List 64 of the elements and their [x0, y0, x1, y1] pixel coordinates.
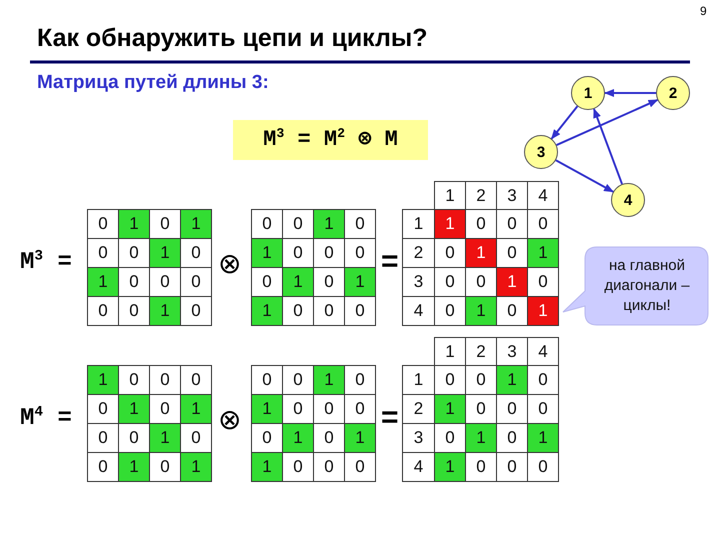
matrix-cell: 1	[180, 209, 212, 239]
matrix-cell: 1	[527, 296, 559, 326]
matrix-cell: 0	[344, 365, 376, 395]
matrix-cell: 1	[434, 394, 466, 424]
arrow	[604, 89, 656, 97]
matrix-cell: 1	[465, 238, 497, 268]
matrix-cell: 1	[313, 365, 345, 395]
matrix-cell: 1	[118, 209, 150, 239]
matrix-cell: 1	[180, 394, 212, 424]
matrix-cell: 0	[87, 452, 119, 482]
operator-symbol: ⊗	[218, 247, 241, 280]
matrix-cell: 1	[149, 296, 181, 326]
matrix-cell: 1	[251, 394, 283, 424]
matrix-cell: 1	[496, 267, 528, 297]
matrix-cell: 1	[527, 238, 559, 268]
arrow	[556, 99, 658, 146]
operator-symbol: ⊗	[218, 403, 241, 436]
matrix-name: M$^{3}$ =	[20, 249, 72, 276]
arrow	[550, 106, 578, 140]
matrix-cell: 1	[87, 365, 119, 395]
operator-symbol: =	[381, 245, 399, 279]
page-number: 9	[700, 4, 707, 18]
arrow	[593, 108, 623, 184]
subtitle: Матрица путей длины 3:	[37, 72, 269, 94]
matrix-cell: 1	[251, 452, 283, 482]
matrix-cell: 1	[344, 423, 376, 453]
matrix-cell: 1	[118, 452, 150, 482]
matrix-cell: 1	[434, 452, 466, 482]
operator-symbol: =	[381, 401, 399, 435]
graph-vertex: 3	[524, 135, 558, 169]
matrix-cell: 1	[149, 423, 181, 453]
matrix-name: M$^{4}$ =	[20, 405, 72, 432]
matrix-cell: 1	[527, 423, 559, 453]
matrix-cell: 0	[180, 296, 212, 326]
matrix-cell: 1	[282, 423, 314, 453]
matrix-cell: 1	[434, 209, 466, 239]
matrix-cell: 1	[344, 267, 376, 297]
arrow	[555, 159, 614, 193]
formula: M$^{3}$ = M$^{2}$ ⊗ M	[233, 120, 428, 160]
matrix-cell: 1	[465, 423, 497, 453]
matrix-cell: 0	[180, 365, 212, 395]
matrix-cell: 1	[180, 452, 212, 482]
matrix-cell: 1	[496, 365, 528, 395]
matrix-cell: 0	[527, 452, 559, 482]
matrix-cell: 1	[87, 267, 119, 297]
matrix-cell: 1	[149, 238, 181, 268]
matrix-cell: 0	[87, 296, 119, 326]
callout-text: на главной диагонали – циклы!	[603, 256, 691, 316]
matrix-cell: 0	[251, 365, 283, 395]
matrix-cell: 0	[87, 209, 119, 239]
matrix-cell: 1	[282, 267, 314, 297]
matrix-cell: 1	[251, 238, 283, 268]
matrix-cell: 1	[118, 394, 150, 424]
slide-title: Как обнаружить цепи и циклы?	[37, 24, 428, 53]
matrix-cell: 0	[344, 209, 376, 239]
graph-vertex: 1	[571, 76, 605, 110]
matrix-cell: 1	[313, 209, 345, 239]
matrix-cell: 0	[251, 209, 283, 239]
graph-vertex: 4	[611, 183, 645, 217]
matrix-cell: 1	[465, 296, 497, 326]
matrix-cell: 1	[251, 296, 283, 326]
matrix-cell: 0	[344, 296, 376, 326]
graph-vertex: 2	[656, 76, 690, 110]
matrix-cell: 0	[344, 452, 376, 482]
